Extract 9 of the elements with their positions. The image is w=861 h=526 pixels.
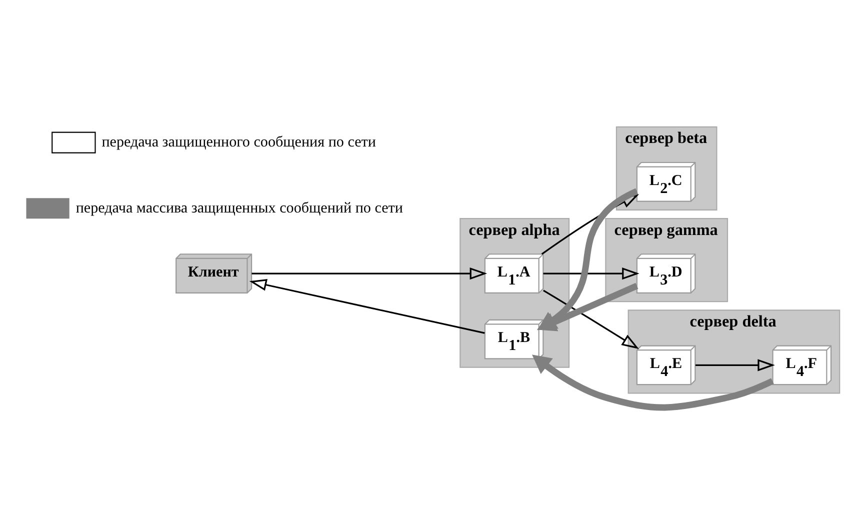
arrow [543,290,639,349]
arrow [532,354,774,411]
legend-label: передача массива защищенных сообщений по сети [76,200,403,216]
arrow [536,282,638,332]
legend-label: передача защищенного сообщения по сети [102,134,376,151]
arrow [252,268,488,280]
arrow [543,268,640,280]
arrow [695,359,775,372]
arrow [249,278,485,334]
